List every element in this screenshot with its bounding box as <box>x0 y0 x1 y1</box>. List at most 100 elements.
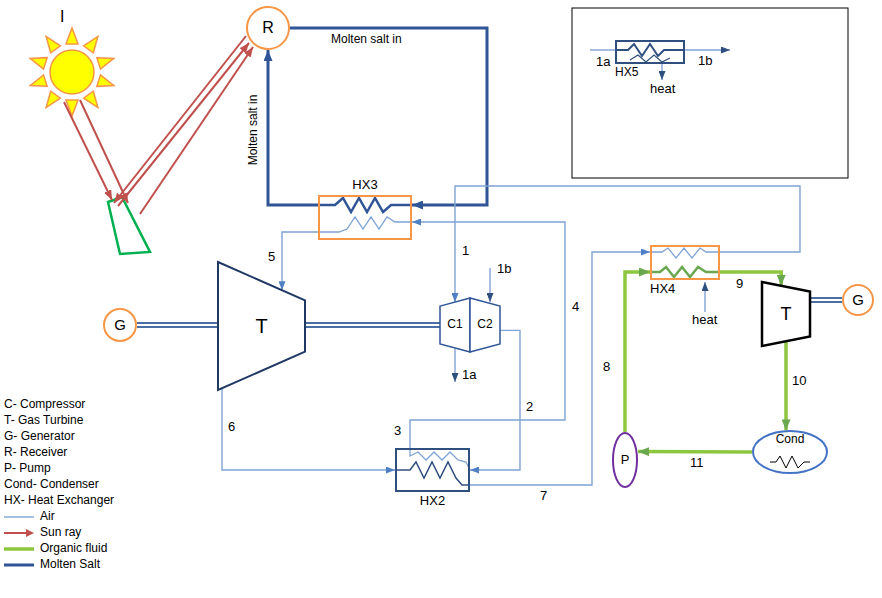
heat-label: heat <box>650 82 675 97</box>
state-number: 7 <box>540 489 547 504</box>
node-label: HX2 <box>420 494 445 509</box>
organic-turbine: T <box>762 282 810 346</box>
compressor: C2 <box>470 298 500 352</box>
organic-fluid-line-path <box>638 450 752 454</box>
legend-text: Organic fluid <box>40 542 107 556</box>
state-number: 8 <box>603 360 610 375</box>
air-line <box>455 186 800 302</box>
air-line <box>470 330 520 470</box>
shaft-core <box>305 324 440 326</box>
state-number: 4 <box>572 300 579 315</box>
molten-salt-line-path <box>268 50 318 205</box>
air-line-path <box>410 222 565 448</box>
legend-row: Molten Salt <box>4 558 100 572</box>
air-line <box>222 388 395 470</box>
node-label: T <box>255 315 267 338</box>
legend-text: Air <box>40 510 55 524</box>
legend-sample <box>4 512 34 522</box>
generator-circle: G <box>103 308 137 342</box>
state-number: 1a <box>462 368 476 383</box>
flow-label: Molten salt in <box>247 94 261 167</box>
heat-exchanger-box-outline <box>395 448 470 492</box>
legend-text: R- Receiver <box>4 446 67 460</box>
heat-exchanger-box: HX4 <box>650 245 720 280</box>
air-line-path <box>282 232 318 290</box>
legend-text: C- Compressor <box>4 398 85 412</box>
legend-sample <box>4 528 34 538</box>
legend-text: T- Gas Turbine <box>4 414 83 428</box>
organic-fluid-line <box>625 272 650 432</box>
air-line <box>282 232 318 290</box>
state-number: 11 <box>690 456 704 471</box>
legend-row: Air <box>4 510 55 524</box>
heliostat-mirror <box>108 197 150 254</box>
legend-text: G- Generator <box>4 430 75 444</box>
air-line-path <box>222 388 395 470</box>
organic-fluid-line-path <box>625 272 650 432</box>
organic-fluid-line-path <box>784 341 788 430</box>
node-label: HX4 <box>650 282 675 297</box>
legend-row: Cond- Condenser <box>4 478 99 492</box>
state-number: 1a <box>596 55 610 70</box>
shaft <box>137 325 218 326</box>
shaft <box>305 325 440 326</box>
state-number: 10 <box>792 374 806 389</box>
molten-salt-line <box>290 28 487 205</box>
legend-row: Sun ray <box>4 526 81 540</box>
legend-row: HX- Heat Exchanger <box>4 494 114 508</box>
legend-text: P- Pump <box>4 462 51 476</box>
legend-text: Sun ray <box>40 526 81 540</box>
shaft <box>810 299 842 300</box>
node-label: C1 <box>447 318 462 332</box>
air-line-path <box>470 330 520 470</box>
legend-text: Cond- Condenser <box>4 478 99 492</box>
heat-exchanger-coils <box>318 44 810 485</box>
legend-row: P- Pump <box>4 462 51 476</box>
node-label: T <box>781 304 792 325</box>
heat-exchanger-box-outline <box>650 245 720 280</box>
node-label: G <box>114 316 126 333</box>
node-label: P <box>621 453 630 468</box>
legend-row: R- Receiver <box>4 446 67 460</box>
pump: P <box>612 432 638 488</box>
node-label: HX5 <box>615 66 638 80</box>
legend-sample <box>4 560 34 570</box>
heat-exchanger-box: HX3 <box>318 195 412 240</box>
legend-text: HX- Heat Exchanger <box>4 494 114 508</box>
heat-exchanger-box-outline <box>615 40 685 64</box>
heat-exchanger-box: HX5 <box>615 40 685 64</box>
shaft-outline <box>305 322 440 328</box>
state-number: 6 <box>228 420 235 435</box>
node-label: R <box>262 19 274 37</box>
node-label: Cond <box>776 433 805 447</box>
heat-exchanger-box: HX2 <box>395 448 470 492</box>
corner-mark: I <box>60 8 64 26</box>
air-line <box>410 222 565 448</box>
legend-row: G- Generator <box>4 430 75 444</box>
organic-fluid-line <box>638 451 752 452</box>
state-number: 2 <box>526 400 533 415</box>
shaft-core <box>810 299 842 301</box>
state-number: 1 <box>462 244 469 259</box>
state-number: 9 <box>736 277 743 292</box>
legend-row: T- Gas Turbine <box>4 414 83 428</box>
shaft-core <box>137 324 218 326</box>
receiver-circle: R <box>246 6 290 50</box>
node-label: C2 <box>477 318 492 332</box>
gas-turbine: T <box>218 262 305 390</box>
heat-label: heat <box>692 313 717 328</box>
compressor: C1 <box>440 298 470 352</box>
molten-salt-line <box>268 50 318 205</box>
legend-sample <box>4 544 34 554</box>
inset-frame <box>572 8 848 178</box>
node-label: G <box>852 291 864 308</box>
node-label: HX3 <box>352 178 377 193</box>
legend-text: Molten Salt <box>40 558 100 572</box>
state-number: 5 <box>268 250 275 265</box>
state-number: 3 <box>394 424 401 439</box>
legend-row: Organic fluid <box>4 542 107 556</box>
shaft-outline <box>137 322 218 328</box>
air-line-path <box>455 186 800 302</box>
